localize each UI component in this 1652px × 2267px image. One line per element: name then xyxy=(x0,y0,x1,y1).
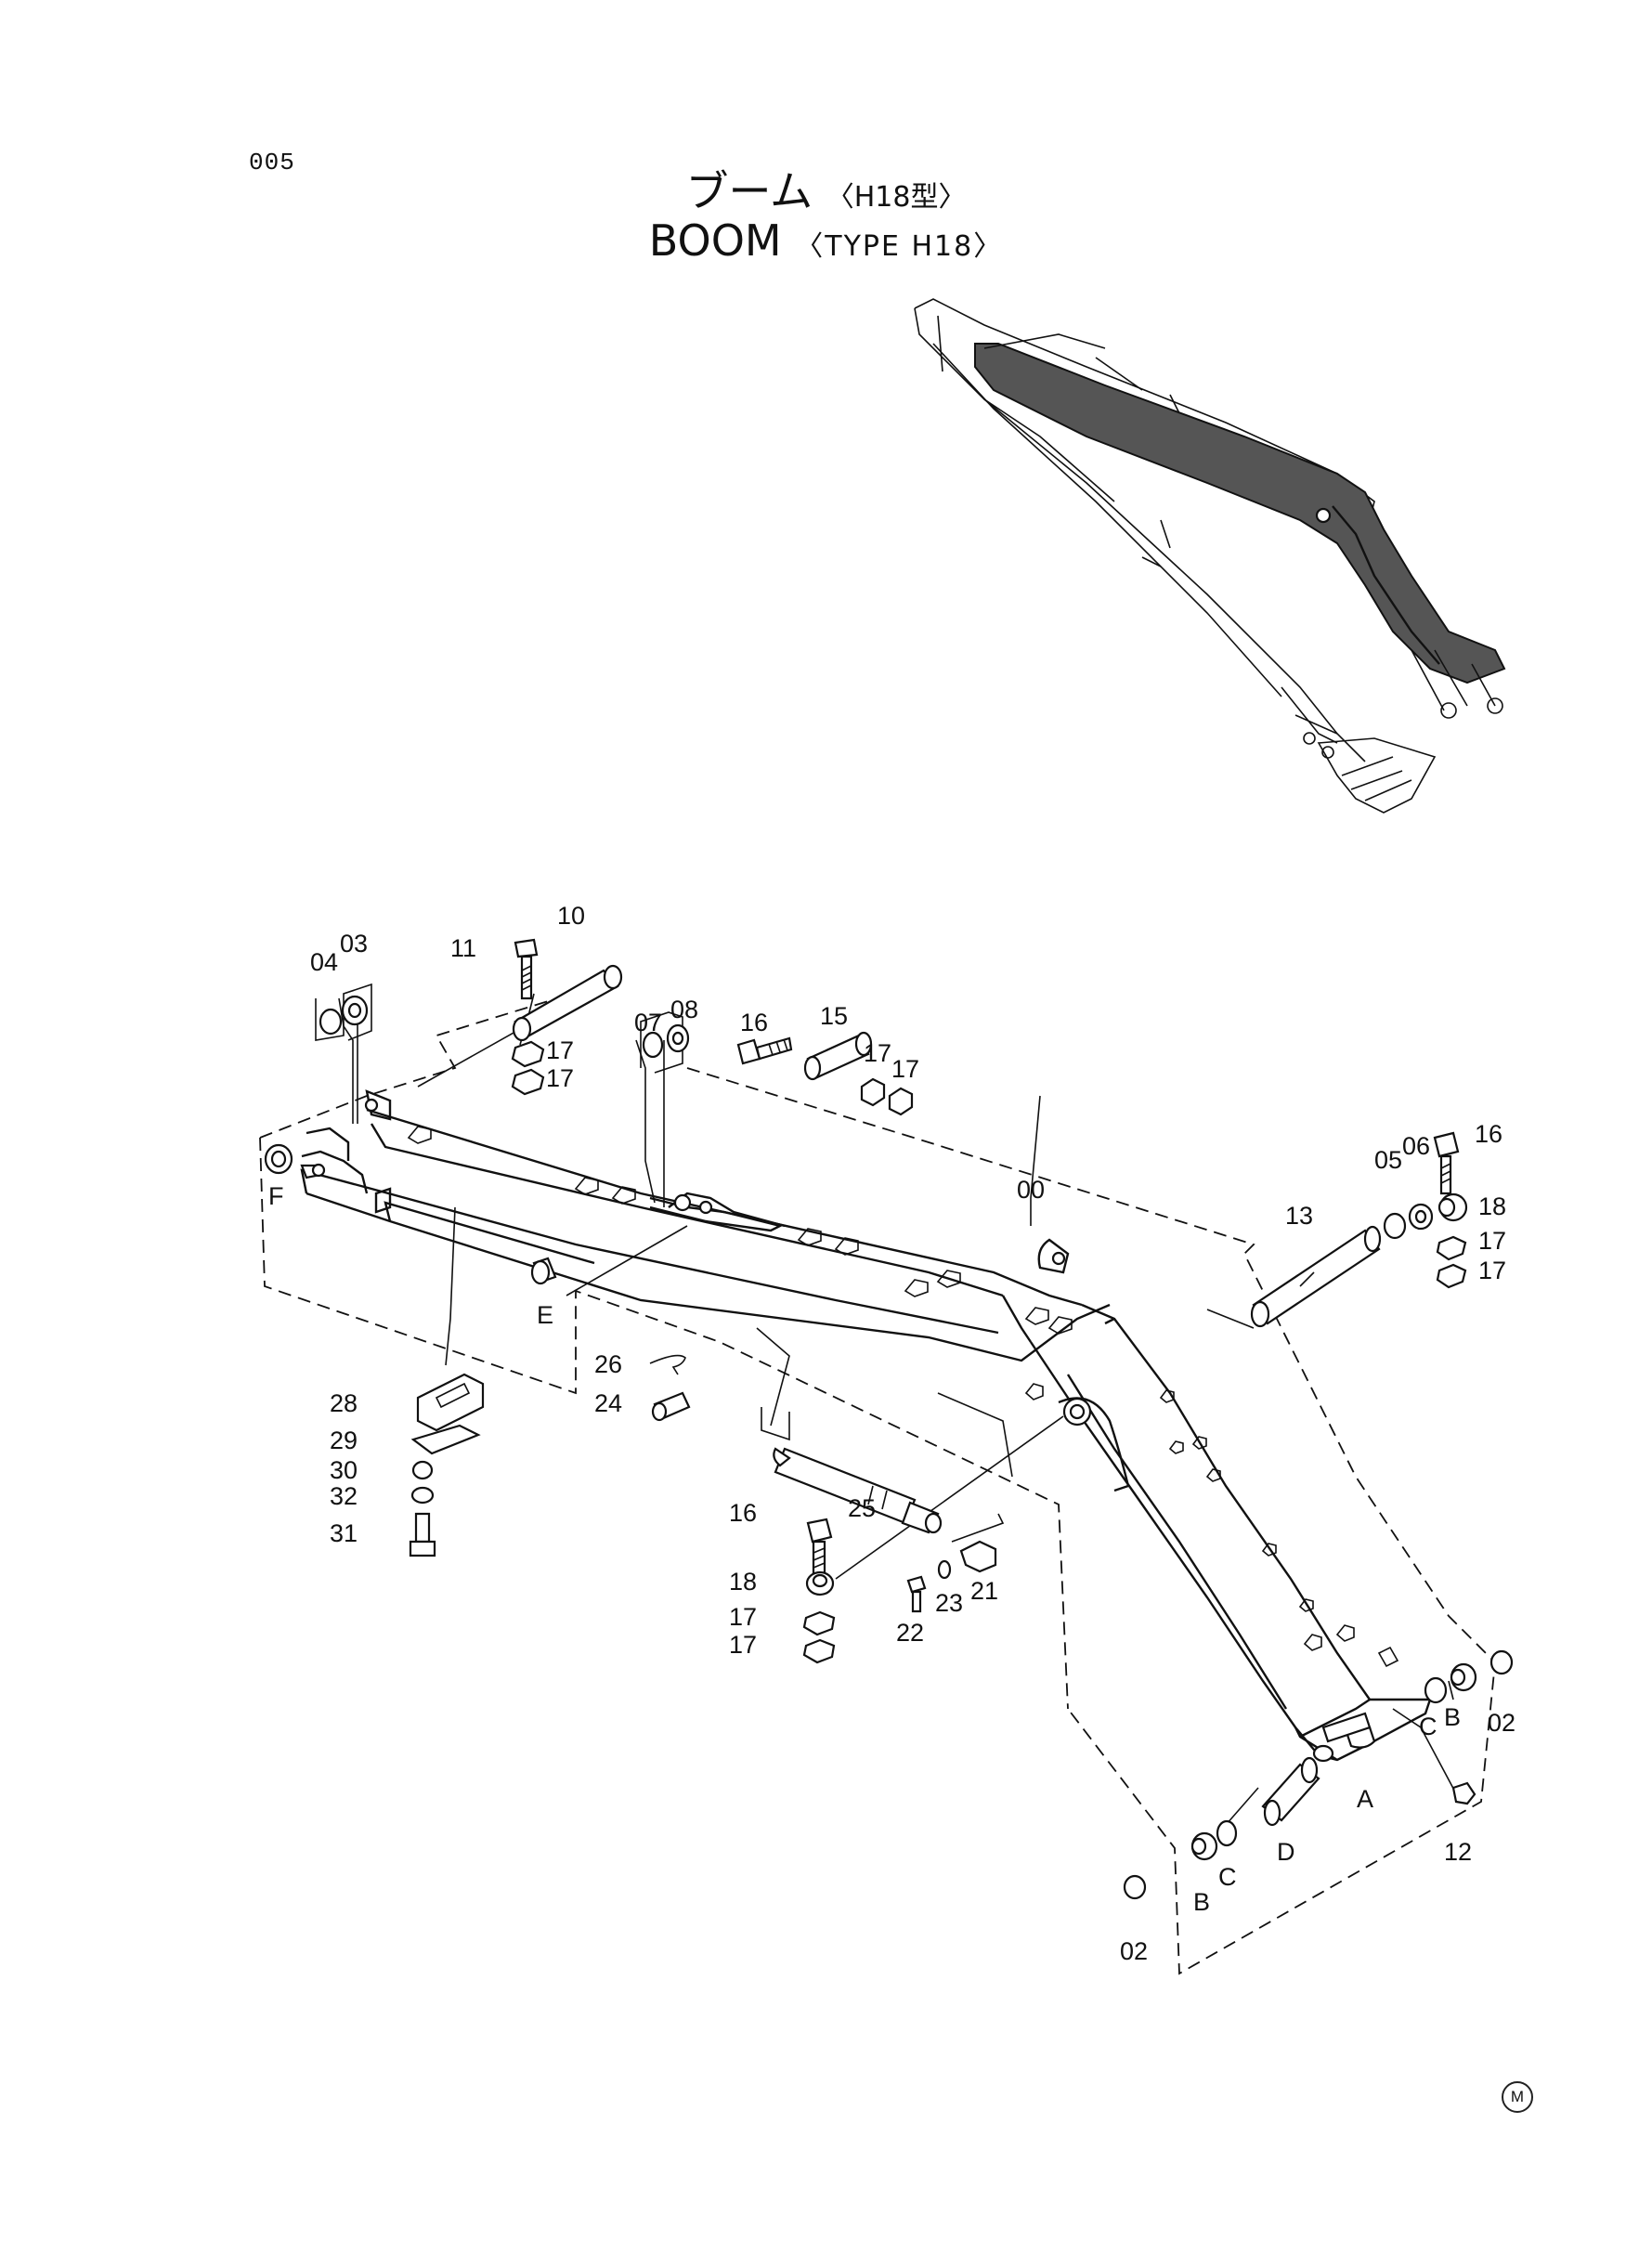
callout-06: 06 xyxy=(1402,1132,1430,1160)
part-washers-03-04 xyxy=(315,983,372,1041)
callout-10: 10 xyxy=(557,902,585,930)
title-en-type: 〈TYPE H18〉 xyxy=(795,230,1004,263)
callout-07: 07 xyxy=(634,1009,662,1036)
title-english: BOOM 〈TYPE H18〉 xyxy=(0,215,1652,266)
part-bush-E xyxy=(530,1257,557,1285)
callout-17-d: 17 xyxy=(891,1055,919,1083)
callout-24: 24 xyxy=(594,1389,622,1417)
part-nut-17-right xyxy=(1436,1235,1467,1289)
part-bolt-16-low xyxy=(806,1518,833,1581)
part-bush-30 xyxy=(411,1460,434,1480)
inset-attachment-view xyxy=(914,298,1506,814)
callout-D: D xyxy=(1277,1838,1295,1866)
callout-30: 30 xyxy=(330,1456,358,1484)
part-washers-05-06 xyxy=(1383,1203,1434,1240)
callout-13: 13 xyxy=(1285,1202,1313,1230)
part-pin-24 xyxy=(651,1391,691,1422)
callout-labels: 04 03 10 11 17 17 07 08 16 15 17 17 00 1… xyxy=(268,902,1515,1965)
part-block-28 xyxy=(416,1373,485,1432)
title-jp-main: ブーム xyxy=(685,166,813,216)
callout-C-left: C xyxy=(1218,1863,1237,1891)
part-bush-18-low xyxy=(805,1570,835,1596)
part-pin-15 xyxy=(803,1031,873,1081)
callout-00: 00 xyxy=(1017,1176,1045,1204)
callout-18-a: 18 xyxy=(1478,1192,1506,1220)
part-cotter-26 xyxy=(649,1354,686,1375)
title-japanese: ブーム 〈H18型〉 xyxy=(0,158,1652,219)
part-nut-17-low xyxy=(802,1610,836,1664)
part-bracket-21 xyxy=(959,1540,997,1573)
callout-17-e: 17 xyxy=(1478,1227,1506,1255)
part-bush-F xyxy=(264,1143,293,1175)
callout-16-b: 16 xyxy=(1475,1120,1502,1148)
part-nut-17-top xyxy=(511,1040,545,1096)
part-pin-10 xyxy=(512,964,623,1042)
callout-05: 05 xyxy=(1374,1146,1402,1174)
part-bolt-16-top xyxy=(736,1036,793,1065)
callout-03: 03 xyxy=(340,930,368,958)
callout-A: A xyxy=(1357,1785,1373,1813)
callout-16-a: 16 xyxy=(740,1009,768,1036)
callout-26: 26 xyxy=(594,1350,622,1378)
part-nut-17-mid xyxy=(860,1077,914,1116)
callout-23: 23 xyxy=(935,1589,963,1617)
callout-17-a: 17 xyxy=(546,1036,574,1064)
callout-17-f: 17 xyxy=(1478,1257,1506,1284)
leader-lines xyxy=(338,993,1459,1826)
part-bolt-31 xyxy=(409,1512,436,1557)
callout-08: 08 xyxy=(670,996,698,1023)
part-grease-nipple-12 xyxy=(1451,1781,1476,1805)
callout-02-right: 02 xyxy=(1488,1709,1515,1737)
callout-B-right: B xyxy=(1444,1703,1461,1731)
callout-16-c: 16 xyxy=(729,1499,757,1527)
callout-28: 28 xyxy=(330,1389,358,1417)
callout-18-b: 18 xyxy=(729,1568,757,1596)
part-pin-13 xyxy=(1250,1225,1382,1328)
callout-12: 12 xyxy=(1444,1838,1472,1866)
callout-22: 22 xyxy=(896,1619,924,1647)
part-washer-32 xyxy=(410,1486,435,1505)
page-code: 005 xyxy=(249,149,295,176)
callout-B-left: B xyxy=(1193,1888,1210,1916)
part-cylinder-25 xyxy=(761,1407,943,1534)
callout-31: 31 xyxy=(330,1519,358,1547)
callout-C-right: C xyxy=(1419,1713,1437,1740)
part-bolt-11 xyxy=(514,938,539,1000)
part-bushes-right-BC xyxy=(1424,1649,1514,1704)
callout-11: 11 xyxy=(450,934,476,962)
callout-25: 25 xyxy=(848,1494,876,1522)
callout-F: F xyxy=(268,1182,284,1210)
callout-17-b: 17 xyxy=(546,1064,574,1092)
callout-15: 15 xyxy=(820,1002,848,1030)
callout-17-h: 17 xyxy=(729,1631,757,1659)
callout-02-left: 02 xyxy=(1120,1937,1148,1965)
part-bolt-16-right xyxy=(1433,1131,1460,1195)
part-pin-A xyxy=(1321,1712,1372,1743)
part-bolt-22 xyxy=(906,1575,927,1613)
callout-29: 29 xyxy=(330,1427,358,1454)
part-bush-18-right xyxy=(1437,1192,1468,1222)
title-jp-type: 〈H18型〉 xyxy=(826,181,967,214)
callout-04: 04 xyxy=(310,948,338,976)
callout-17-c: 17 xyxy=(864,1039,891,1067)
part-washer-23 xyxy=(937,1559,952,1580)
callout-E: E xyxy=(537,1301,553,1329)
callout-21: 21 xyxy=(970,1577,998,1605)
part-washers-07-08 xyxy=(640,1011,690,1074)
corner-mark: M xyxy=(1502,2081,1533,2113)
title-en-main: BOOM xyxy=(648,215,782,266)
boom-structure xyxy=(300,1089,1432,1763)
part-pin-D xyxy=(1261,1756,1320,1827)
part-plate-29 xyxy=(410,1424,481,1455)
callout-32: 32 xyxy=(330,1482,358,1510)
part-bushes-left-BC xyxy=(1123,1819,1238,1900)
callout-17-g: 17 xyxy=(729,1603,757,1631)
